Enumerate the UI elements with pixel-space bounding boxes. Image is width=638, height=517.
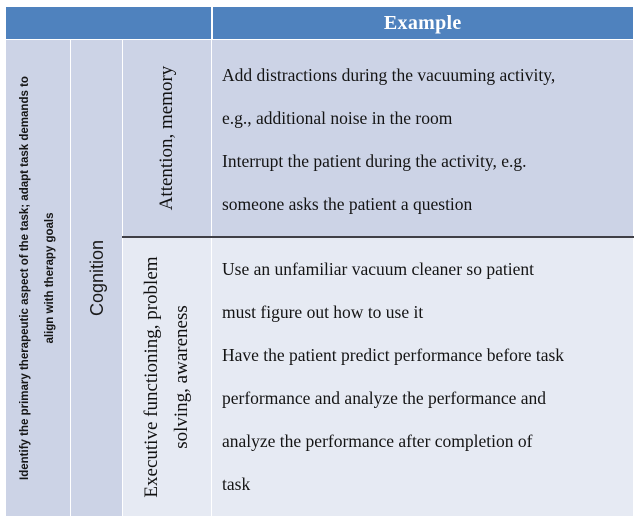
slide-canvas: Example Identify the primary therapeutic… [5, 6, 634, 517]
example-cell-attention-memory: Add distractions during the vacuuming ac… [211, 39, 634, 238]
subcategory-rotated-wrapper: Attention, memory [123, 40, 211, 236]
example-line: performance and analyze the performance … [222, 388, 547, 408]
subcategory-rotated-wrapper: Executive functioning, problem solving, … [123, 238, 211, 516]
example-line: must figure out how to use it [222, 302, 424, 322]
header-example-label: Example [383, 12, 462, 34]
goal-column-label: Identify the primary therapeutic aspect … [19, 76, 56, 480]
example-text-block: Add distractions during the vacuuming ac… [212, 40, 633, 236]
example-line: Add distractions during the vacuuming ac… [222, 65, 556, 85]
domain-column-label: Cognition [86, 239, 107, 317]
table-row: Executive functioning, problem solving, … [6, 236, 634, 517]
example-line: Interrupt the patient during the activit… [222, 151, 527, 171]
example-line: Use an unfamiliar vacuum cleaner so pati… [222, 259, 534, 279]
table-header-row: Example [5, 6, 634, 40]
header-cell-example: Example [211, 6, 634, 40]
header-cell-blank [5, 6, 213, 40]
subcategory-cell-attention-memory: Attention, memory [122, 39, 212, 238]
example-line: someone asks the patient a question [222, 194, 473, 214]
example-line: task [222, 474, 251, 494]
goal-rotated-wrapper: Identify the primary therapeutic aspect … [6, 40, 70, 516]
example-line: e.g., additional noise in the room [222, 108, 453, 128]
example-line: Have the patient predict performance bef… [222, 345, 565, 365]
domain-rotated-wrapper: Cognition [71, 40, 122, 516]
subcategory-label: Executive functioning, problem solving, … [141, 256, 192, 498]
table-row: Identify the primary therapeutic aspect … [5, 39, 634, 517]
subcategory-cell-executive-functioning: Executive functioning, problem solving, … [122, 236, 212, 517]
goal-column-cell: Identify the primary therapeutic aspect … [5, 39, 71, 517]
domain-column-cell: Cognition [70, 39, 123, 517]
example-text-block: Use an unfamiliar vacuum cleaner so pati… [212, 238, 633, 516]
subcategory-label: Attention, memory [156, 65, 177, 211]
example-cell-executive-functioning: Use an unfamiliar vacuum cleaner so pati… [211, 236, 634, 517]
therapy-task-table: Example Identify the primary therapeutic… [5, 6, 634, 517]
example-line: analyze the performance after completion… [222, 431, 533, 451]
